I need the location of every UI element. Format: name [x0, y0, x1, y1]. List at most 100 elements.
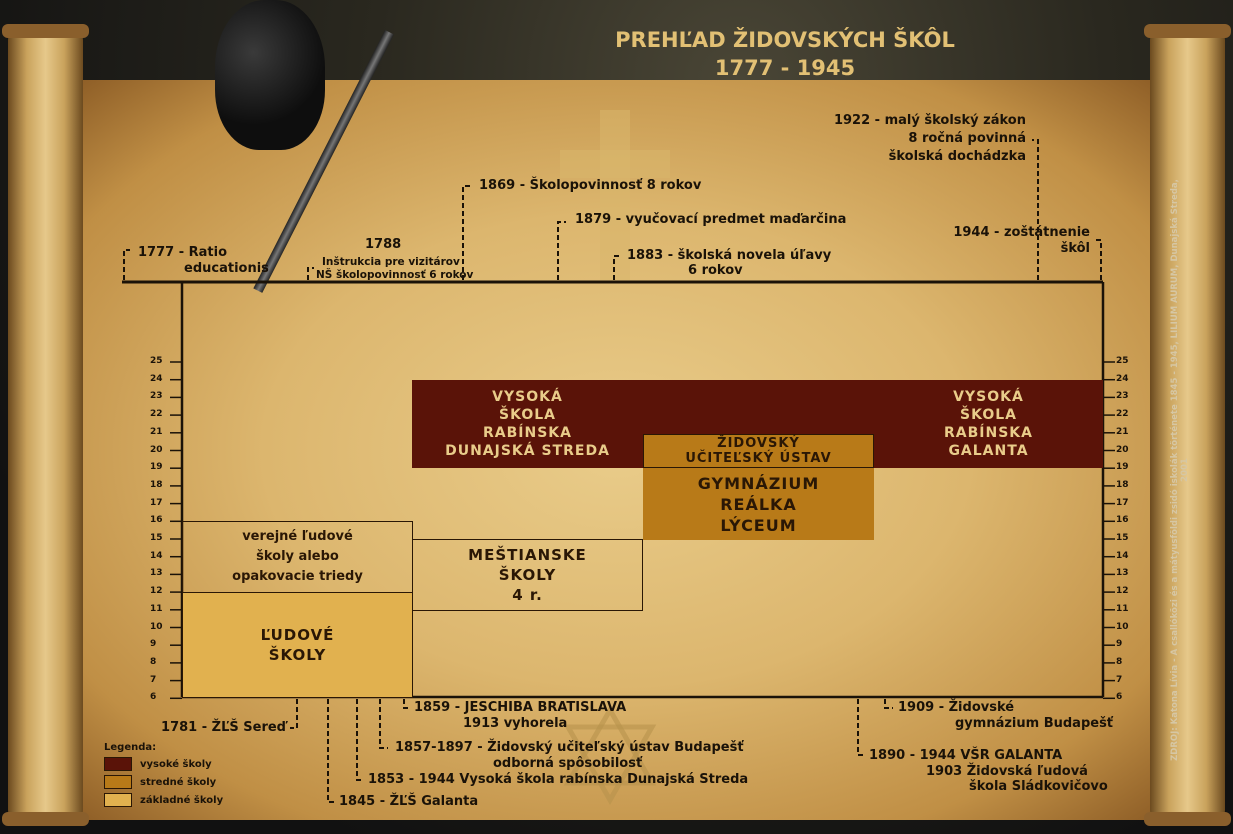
- axis-tick-label: 17: [150, 497, 163, 508]
- event-1922-line1: 1922 - malý školský zákon: [833, 113, 1026, 128]
- block-line: ŠKOLA: [960, 407, 1017, 423]
- event-1890-line2: 1903 Židovská ľudová: [926, 764, 1088, 779]
- axis-tick-label: 24: [150, 373, 163, 384]
- axis-tick-label: 13: [150, 568, 163, 579]
- event-1944-line2: škôl: [1060, 241, 1090, 256]
- axis-tick-label: 14: [1116, 550, 1129, 561]
- block-line: GALANTA: [948, 443, 1029, 459]
- block-vysoka-skola-dunajska-streda: VYSOKÁ ŠKOLA RABÍNSKA DUNAJSKÁ STREDA: [412, 380, 643, 468]
- block-line: VYSOKÁ: [492, 389, 563, 405]
- block-line: DUNAJSKÁ STREDA: [445, 443, 610, 459]
- axis-tick-label: 16: [150, 515, 163, 526]
- roll-cap: [1144, 24, 1231, 38]
- axis-tick-label: 13: [1116, 568, 1129, 579]
- axis-tick-label: 22: [150, 409, 163, 420]
- scroll-roll-right: [1144, 24, 1231, 826]
- axis-tick-label: 6: [150, 692, 157, 703]
- block-line: 4 r.: [512, 586, 543, 604]
- event-1788-line2: Inštrukcia pre vizitárov: [322, 256, 460, 268]
- legend-item-high: vysoké školy: [104, 757, 223, 771]
- axis-tick-label: 7: [150, 674, 157, 685]
- block-line: GYMNÁZIUM: [697, 473, 820, 493]
- page-subtitle-years: 1777 - 1945: [714, 56, 856, 80]
- axis-tick-label: 11: [1116, 603, 1129, 614]
- legend-swatch: [104, 757, 132, 771]
- block-line: MEŠTIANSKE: [468, 546, 587, 564]
- axis-tick-label: 15: [1116, 533, 1129, 543]
- event-1909-line1: 1909 - Židovské: [898, 700, 1015, 715]
- axis-tick-label: 10: [150, 621, 163, 632]
- legend-title: Legenda:: [104, 742, 157, 753]
- axis-tick-label: 18: [150, 479, 163, 490]
- event-1909-line2: gymnázium Budapešť: [955, 716, 1114, 731]
- axis-tick-label: 25: [1116, 356, 1129, 366]
- cross-icon-bar: [560, 150, 670, 178]
- axis-tick-label: 12: [150, 586, 163, 597]
- block-vysoka-skola-band: [643, 380, 874, 434]
- axis-tick-label: 23: [150, 391, 163, 402]
- event-1883-line1: 1883 - školská novela úľavy: [627, 248, 832, 263]
- legend-label: vysoké školy: [140, 758, 212, 770]
- event-1879: 1879 - vyučovací predmet maďarčina: [575, 212, 847, 227]
- event-1890-line1: 1890 - 1944 VŠR GALANTA: [869, 748, 1063, 763]
- event-1845: 1845 - ŽĽŠ Galanta: [339, 794, 479, 809]
- block-line: ŠKOLY: [268, 646, 327, 664]
- page-title: PREHĽAD ŽIDOVSKÝCH ŠKÔL: [615, 28, 955, 52]
- star-of-david-icon: [563, 705, 657, 805]
- event-1859-line1: 1859 - JESCHIBA BRATISLAVA: [414, 700, 627, 715]
- block-line: UČITEĽSKÝ ÚSTAV: [685, 451, 832, 466]
- axis-tick-label: 8: [1116, 656, 1123, 667]
- axis-tick-label: 20: [150, 444, 163, 455]
- ink-bottle-icon: [215, 0, 325, 150]
- block-line: ĽUDOVÉ: [260, 626, 335, 644]
- legend-item-mid: stredné školy: [104, 775, 223, 789]
- block-line: REÁLKA: [720, 494, 797, 514]
- event-1869: 1869 - Školopovinnosť 8 rokov: [479, 178, 702, 193]
- block-gymnazium-realka-lyceum: GYMNÁZIUM REÁLKA LÝCEUM: [643, 468, 874, 540]
- event-1859-line2: 1913 vyhorela: [463, 716, 568, 731]
- block-line: ŽIDOVSKÝ: [717, 436, 800, 451]
- roll-cap: [1144, 812, 1231, 826]
- legend-item-low: základné školy: [104, 793, 223, 807]
- block-line: RABÍNSKA: [483, 425, 572, 441]
- legend-label: stredné školy: [140, 776, 217, 788]
- scroll-roll-left: [2, 24, 89, 826]
- axis-tick-label: 8: [150, 656, 157, 667]
- event-1781: 1781 - ŽĽŠ Sereď: [161, 720, 286, 735]
- axis-tick-label: 6: [1116, 692, 1123, 703]
- legend-swatch: [104, 793, 132, 807]
- axis-tick-label: 14: [150, 550, 163, 561]
- axis-tick-label: 15: [150, 533, 163, 543]
- block-line: LÝCEUM: [720, 515, 797, 535]
- event-1944-line1: 1944 - zoštátnenie: [953, 225, 1090, 240]
- block-verejne-ludove-skoly: verejné ľudové školy alebo opakovacie tr…: [182, 521, 413, 593]
- block-mestianske-skoly: MEŠTIANSKE ŠKOLY 4 r.: [412, 539, 643, 611]
- axis-tick-label: 11: [150, 603, 163, 614]
- event-1857-line1: 1857-1897 - Židovský učiteľský ústav Bud…: [395, 740, 744, 755]
- event-1853: 1853 - 1944 Vysoká škola rabínska Dunajs…: [368, 772, 749, 787]
- axis-tick-label: 23: [1116, 391, 1129, 402]
- axis-tick-label: 9: [150, 639, 157, 650]
- axis-tick-label: 7: [1116, 674, 1123, 685]
- legend: Legenda: vysoké školy stredné školy zákl…: [104, 742, 223, 807]
- axis-tick-label: 20: [1116, 444, 1129, 455]
- axis-tick-label: 25: [150, 356, 163, 366]
- block-zidovsky-ucitelsky-ustav: ŽIDOVSKÝ UČITEĽSKÝ ÚSTAV: [643, 434, 874, 468]
- axis-tick-label: 19: [1116, 462, 1129, 473]
- axis-tick-label: 18: [1116, 479, 1129, 490]
- roll-cap: [2, 812, 89, 826]
- axis-tick-label: 9: [1116, 639, 1123, 650]
- axis-tick-label: 21: [150, 426, 163, 437]
- source-note: ZDROJ: Katona Lívia - A csallóközi és a …: [1170, 160, 1190, 761]
- block-line: školy alebo: [256, 549, 339, 564]
- event-1890-line3: škola Sládkovičovo: [969, 779, 1108, 794]
- block-line: verejné ľudové: [242, 529, 353, 544]
- axis-tick-label: 19: [150, 462, 163, 473]
- axis-tick-label: 12: [1116, 586, 1129, 597]
- event-1777-line2: educationis: [184, 261, 269, 276]
- event-1922-line2: 8 ročná povinná: [908, 131, 1026, 146]
- block-line: RABÍNSKA: [944, 425, 1033, 441]
- event-1857-line2: odborná spôsobilosť: [493, 756, 643, 771]
- block-line: opakovacie triedy: [232, 569, 363, 584]
